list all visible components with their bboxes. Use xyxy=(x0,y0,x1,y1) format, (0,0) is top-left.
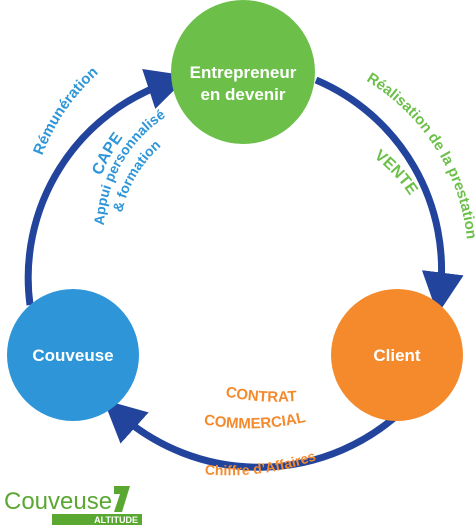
node-couveuse: Couveuse xyxy=(7,289,139,421)
node-entrepreneur: Entrepreneur en devenir xyxy=(171,0,315,144)
entrepreneur-circle xyxy=(171,0,315,144)
edge-label-contrat: CONTRAT xyxy=(224,384,297,406)
edge-label-remuneration-path: Rémunération xyxy=(30,64,101,158)
couveuse-circle xyxy=(7,289,139,421)
logo-subbar xyxy=(52,514,142,525)
entrepreneur-label-line1: Entrepreneur xyxy=(190,63,297,82)
arrow-couveuse-to-entrepreneur xyxy=(24,69,189,306)
logo-word: Couveuse xyxy=(4,488,112,515)
edge-label-remuneration: Rémunération xyxy=(30,64,101,158)
logo-mountain-icon xyxy=(114,486,130,512)
edge-label-commercial: COMMERCIAL xyxy=(203,409,307,432)
node-client: Client xyxy=(331,289,463,421)
arrow-client-to-couveuse xyxy=(103,399,408,471)
edge-label-contrat-path: CONTRAT xyxy=(224,384,297,406)
arrow-entrepreneur-to-client xyxy=(314,76,464,315)
client-label: Client xyxy=(373,346,421,365)
logo-sub: ALTITUDE xyxy=(94,515,138,525)
edge-label-chiffre: Chiffre d’Affaires xyxy=(204,447,317,478)
edge-label-commercial-path: COMMERCIAL xyxy=(203,409,307,432)
edge-label-chiffre-path: Chiffre d’Affaires xyxy=(204,447,317,478)
couveuse-label: Couveuse xyxy=(32,346,113,365)
couveuse-altitude-logo: Couveuse ALTITUDE xyxy=(4,486,142,525)
entrepreneur-label-line2: en devenir xyxy=(200,85,285,104)
client-circle xyxy=(331,289,463,421)
